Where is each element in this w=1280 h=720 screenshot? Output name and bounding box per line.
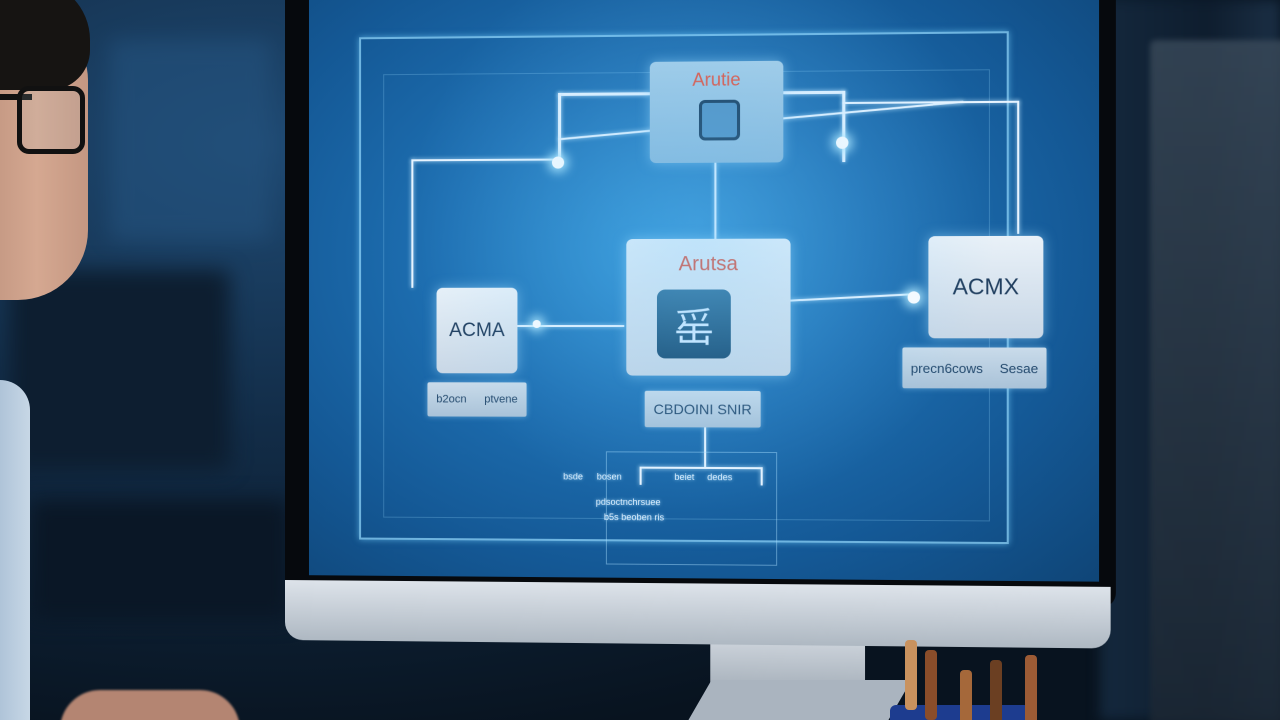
- right-node-label: ACMX: [952, 273, 1020, 300]
- keyboard: [688, 680, 912, 720]
- caption: b5s beoben ris: [603, 511, 665, 523]
- connector-line: [411, 159, 414, 288]
- connector-line: [557, 100, 964, 141]
- connector-line: [842, 90, 846, 163]
- connector-line: [639, 466, 763, 470]
- person-hair: [0, 0, 90, 90]
- connector-line: [714, 162, 717, 239]
- center-node-title: Arutsa: [678, 252, 738, 276]
- glow-node: [907, 291, 921, 304]
- monitor: Arutie Arutsa 䍃 ACMA ACMX b2ocn ptvene: [285, 0, 1121, 708]
- person-hand: [60, 690, 240, 720]
- left-tag-text-b: ptvene: [484, 393, 518, 406]
- diagram-frame: Arutie Arutsa 䍃 ACMA ACMX b2ocn ptvene: [359, 31, 1047, 566]
- background-light: [110, 40, 270, 240]
- left-tag: b2ocn ptvene: [427, 382, 527, 417]
- app-icon: [698, 99, 741, 141]
- connector-line: [1017, 100, 1020, 234]
- right-node: ACMX: [928, 235, 1044, 339]
- right-tag-text-a: precn6cows: [910, 360, 983, 376]
- chip-icon: 䍃: [656, 289, 731, 359]
- connector-line: [558, 92, 562, 164]
- caption: beiet: [674, 471, 695, 483]
- right-tag-text-b: Sesae: [999, 360, 1039, 376]
- glow-node: [532, 319, 541, 329]
- caption: pdsoctnchrsuee: [595, 496, 661, 508]
- person: [0, 0, 100, 310]
- right-tag: precn6cows Sesae: [902, 347, 1047, 389]
- connector-line: [704, 426, 707, 467]
- left-node: ACMA: [436, 287, 518, 374]
- left-node-label: ACMA: [449, 319, 505, 341]
- monitor-chin: [285, 580, 1111, 649]
- connector-line: [842, 100, 1020, 105]
- glasses-lens: [17, 86, 85, 154]
- center-tag-text: CBDOINI SNIR: [653, 400, 752, 418]
- pen: [990, 660, 1002, 720]
- bottom-box: [605, 451, 778, 566]
- glasses: [0, 80, 85, 154]
- diagram-inner-frame: [383, 69, 990, 522]
- top-node: Arutie: [649, 60, 784, 164]
- pen: [905, 640, 917, 710]
- connector-line: [517, 325, 625, 328]
- glow-node: [836, 136, 849, 149]
- connector-line: [783, 90, 846, 95]
- top-node-title: Arutie: [692, 69, 741, 90]
- person-shirt: [0, 380, 30, 720]
- pen: [925, 650, 937, 720]
- monitor-screen: Arutie Arutsa 䍃 ACMA ACMX b2ocn ptvene: [308, 0, 1100, 582]
- pen: [960, 670, 972, 720]
- caption: dedes: [707, 472, 733, 483]
- connector-line: [639, 466, 642, 485]
- connector-line: [411, 158, 562, 162]
- connector-line: [760, 467, 763, 486]
- connector-line: [558, 92, 650, 96]
- glow-node: [551, 156, 565, 169]
- background-desk: [30, 500, 290, 620]
- connector-line: [790, 293, 913, 302]
- left-tag-text-a: b2ocn: [436, 393, 467, 406]
- caption: bsde: [563, 471, 584, 482]
- secondary-monitor-edge: [1150, 40, 1280, 720]
- center-tag: CBDOINI SNIR: [644, 390, 761, 428]
- caption: bosen: [596, 471, 622, 482]
- background-shelf: [10, 270, 230, 470]
- pen: [1025, 655, 1037, 720]
- glasses-bar: [0, 94, 32, 100]
- center-node: Arutsa 䍃: [626, 238, 791, 376]
